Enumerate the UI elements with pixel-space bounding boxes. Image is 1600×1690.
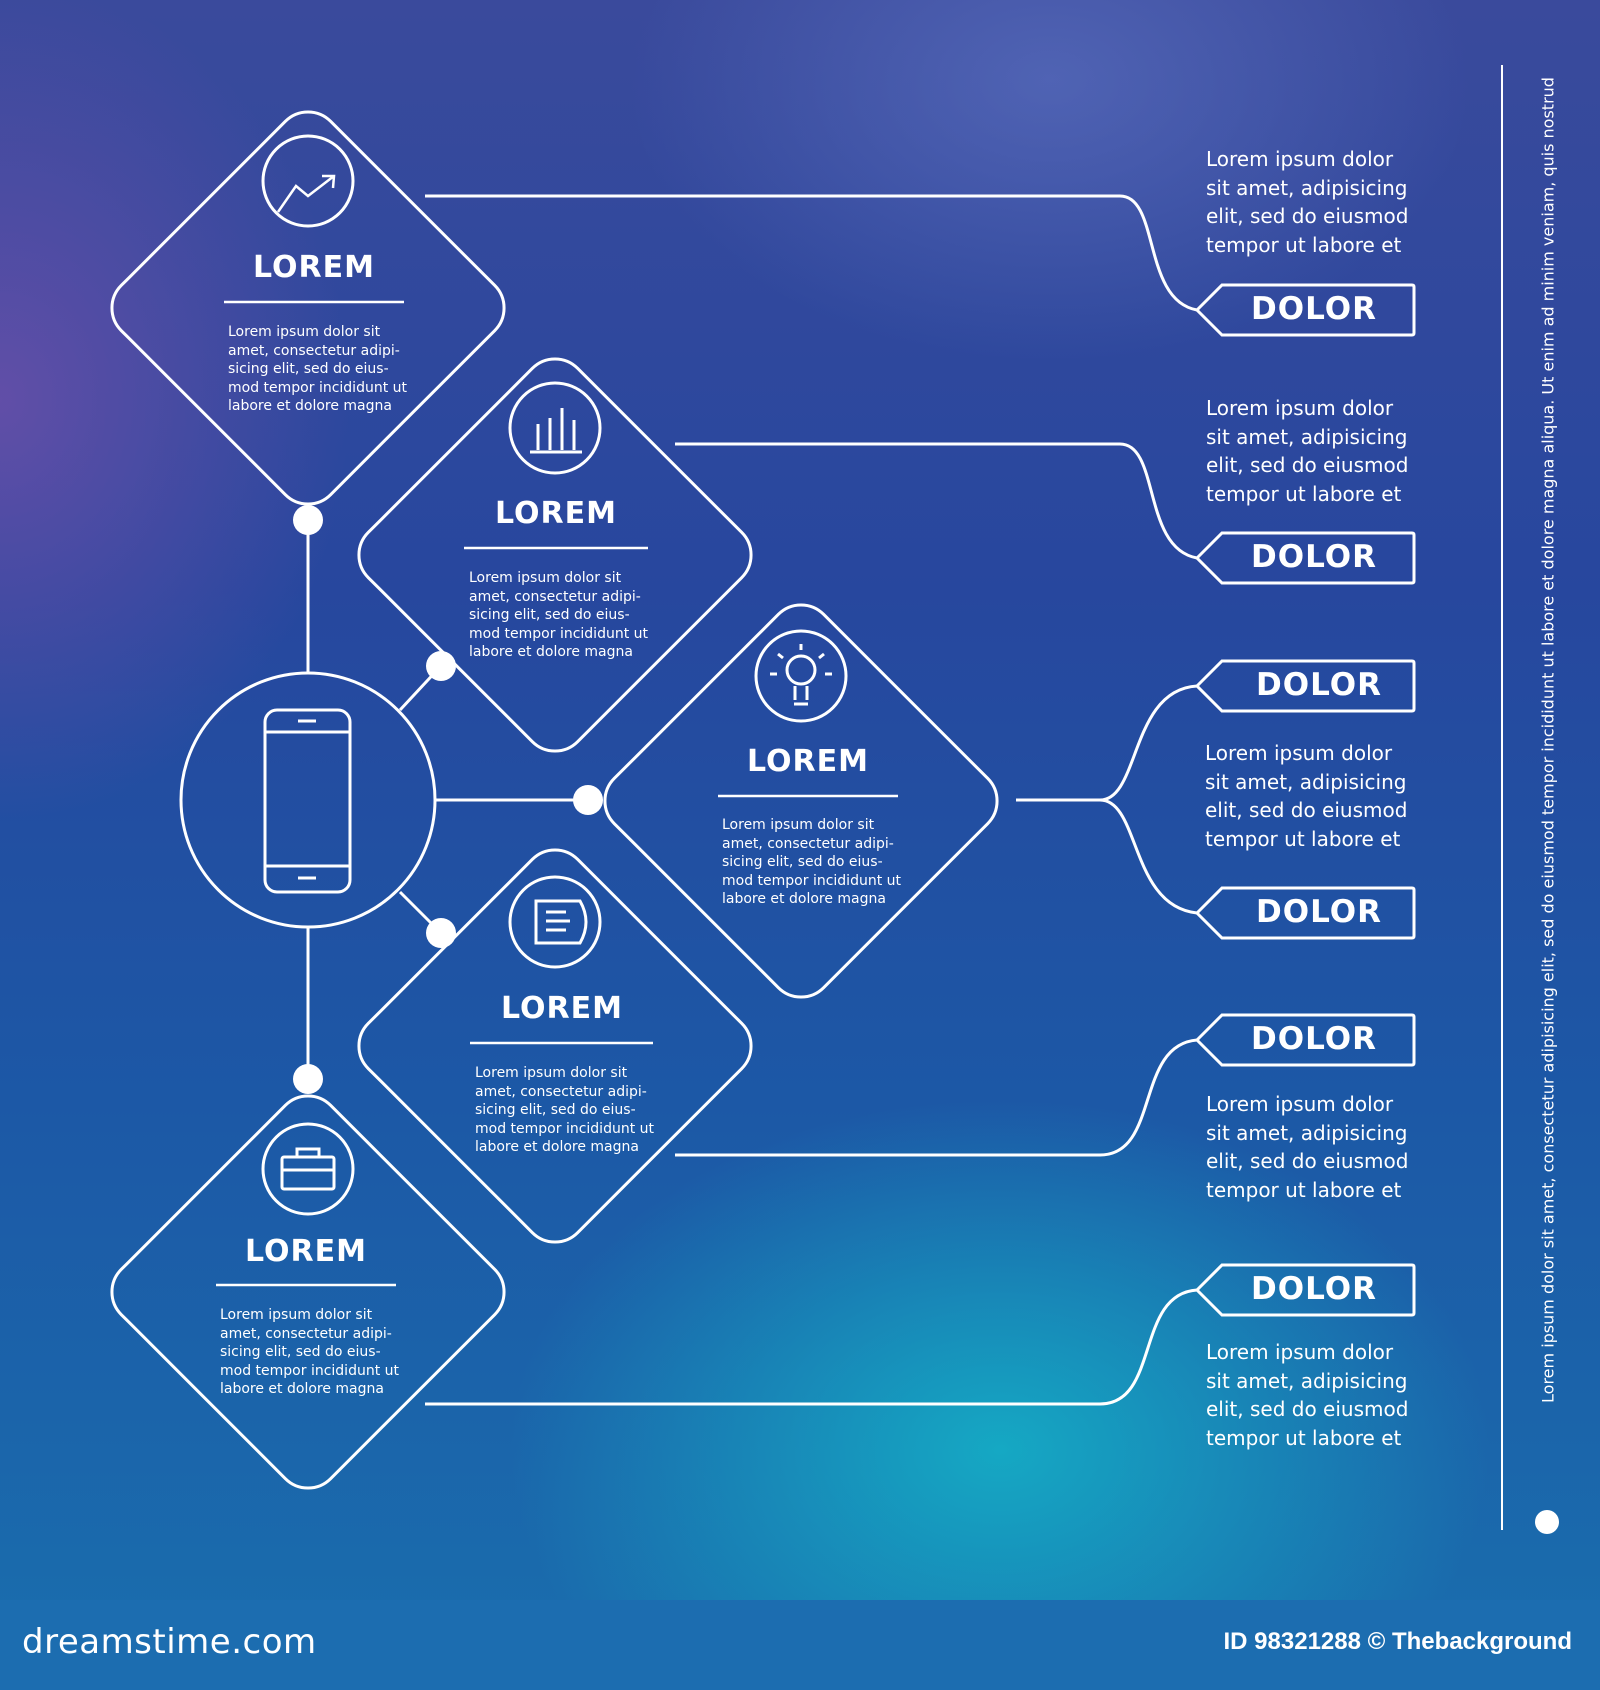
tag-label-4: DOLOR xyxy=(1256,894,1382,930)
tag-label-1: DOLOR xyxy=(1251,291,1377,327)
tag-shape-4 xyxy=(1194,886,1416,940)
side-text-2: Lorem ipsum dolor sit amet, adipisicing … xyxy=(1206,396,1409,506)
card-1-text: Lorem ipsum dolor sit amet, consectetur … xyxy=(228,324,407,414)
card-diamond-1 xyxy=(110,110,506,506)
side-text-4: Lorem ipsum dolor sit amet, adipisicing … xyxy=(1206,1092,1409,1202)
card-4-text: Lorem ipsum dolor sit amet, consectetur … xyxy=(475,1065,654,1155)
card-2-text: Lorem ipsum dolor sit amet, consectetur … xyxy=(469,570,648,660)
tag-shape-1 xyxy=(1194,283,1416,337)
tag-shape-2 xyxy=(1194,531,1416,585)
footer-credit: ID 98321288 © Thebackground xyxy=(1223,1628,1572,1655)
tag-shape-6 xyxy=(1194,1263,1416,1317)
junction-dot-middle xyxy=(573,785,603,815)
junction-dot-upper xyxy=(426,651,456,681)
connector-1 xyxy=(425,194,1198,312)
tag-shape-5 xyxy=(1194,1013,1416,1067)
card-3-title: LOREM xyxy=(747,744,869,779)
connector-2 xyxy=(675,442,1198,560)
connector-6 xyxy=(425,1288,1198,1406)
diagram-lines xyxy=(0,0,1600,1600)
junction-dot-bottom xyxy=(293,1064,323,1094)
vertical-side-text: Lorem ipsum dolor sit amet, consectetur … xyxy=(1538,77,1558,1403)
tag-label-5: DOLOR xyxy=(1251,1021,1377,1057)
junction-dot-top xyxy=(293,505,323,535)
phone-circle xyxy=(179,671,437,929)
briefcase-icon xyxy=(261,1122,355,1216)
connector-5 xyxy=(675,1038,1198,1157)
card-3-text: Lorem ipsum dolor sit amet, consectetur … xyxy=(722,817,901,907)
tag-shape-3 xyxy=(1194,659,1416,713)
document-icon xyxy=(508,875,602,969)
lightbulb-icon xyxy=(754,629,848,723)
tag-label-6: DOLOR xyxy=(1251,1271,1377,1307)
card-5-text: Lorem ipsum dolor sit amet, consectetur … xyxy=(220,1307,399,1397)
smartphone-icon xyxy=(263,708,352,894)
card-1-title: LOREM xyxy=(253,250,375,285)
side-rule-dot xyxy=(1535,1510,1559,1534)
card-4-title: LOREM xyxy=(501,991,623,1026)
side-text-5: Lorem ipsum dolor sit amet, adipisicing … xyxy=(1206,1340,1409,1450)
card-diamond-5 xyxy=(110,1094,506,1490)
tag-label-3: DOLOR xyxy=(1256,667,1382,703)
trend-arrow-icon xyxy=(261,134,355,228)
connector-3 xyxy=(1016,684,1198,802)
side-text-3: Lorem ipsum dolor sit amet, adipisicing … xyxy=(1205,741,1408,851)
connector-4 xyxy=(1099,798,1198,915)
card-2-title: LOREM xyxy=(495,496,617,531)
card-diamond-3 xyxy=(603,603,999,999)
junction-dot-lower xyxy=(426,918,456,948)
bar-chart-icon xyxy=(508,381,602,475)
tag-label-2: DOLOR xyxy=(1251,539,1377,575)
footer-site: dreamstime.com xyxy=(22,1622,317,1662)
footer-bar: dreamstime.com ID 98321288 © Thebackgrou… xyxy=(0,1600,1600,1690)
side-text-1: Lorem ipsum dolor sit amet, adipisicing … xyxy=(1206,147,1409,257)
card-5-title: LOREM xyxy=(245,1234,367,1269)
